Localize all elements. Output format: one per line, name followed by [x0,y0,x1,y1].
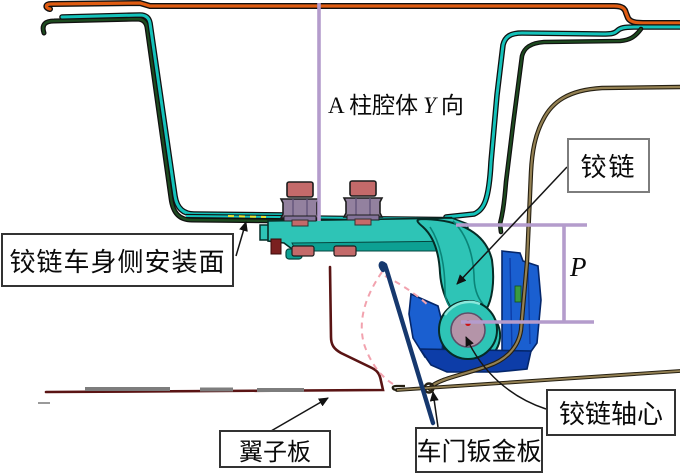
leader-fender [270,397,329,432]
bolt-shank [291,219,309,227]
bolt-shank [354,218,372,226]
boss-highlight [443,300,481,316]
leader-hinge [456,166,568,285]
a-pillar-inner-panel-left-line [59,12,291,218]
leader-lines [235,166,568,432]
label-door-panel: 车门钣金板 [415,427,543,473]
label-hinge-axis: 铰链轴心 [546,389,676,436]
arm-flange-line [429,226,454,311]
door-inner-section-line [378,261,436,426]
label-hinge-mount-surface: 铰链车身侧安装面 [1,233,234,287]
p-dimension-label: P [570,252,587,282]
hex-nut [342,197,384,218]
fender-gray-overlay [85,387,304,392]
roof-outer-skin-line [43,0,680,26]
door-sheet-metal-line [391,369,680,392]
a-pillar-reinforcement-left-line [40,16,291,224]
sheet-left-hook [391,384,405,392]
hex-nut [279,198,321,219]
arm-flange-line [452,220,484,305]
label-fender: 翼子板 [219,430,331,468]
leader-door-panel [429,391,439,428]
leader-hinge-axis [465,336,547,410]
a-pillar-label-prefix: A 柱腔体 [328,93,419,118]
a-pillar-reinforcement-right-line [497,26,644,235]
label-hinge: 铰链 [567,138,650,193]
hinge-pivot-boss [438,300,498,360]
a-pillar-label-suffix: 向 [440,93,464,118]
hinge-bolt-right [333,180,384,257]
fender-line [38,265,385,404]
dimension-lines [317,3,594,324]
bracket-detail-lines [509,257,531,353]
bolt-tip [333,245,357,257]
bracket-green-clip [514,285,522,303]
nut-facets [292,199,308,218]
nut-facets [355,198,371,217]
bolt-tip [291,245,315,257]
plate-left-seal [270,238,282,255]
a-pillar-inner-panel-right-line [443,24,680,220]
leader-mount-surface [235,221,248,257]
a-pillar-label-y: Y [423,93,436,118]
